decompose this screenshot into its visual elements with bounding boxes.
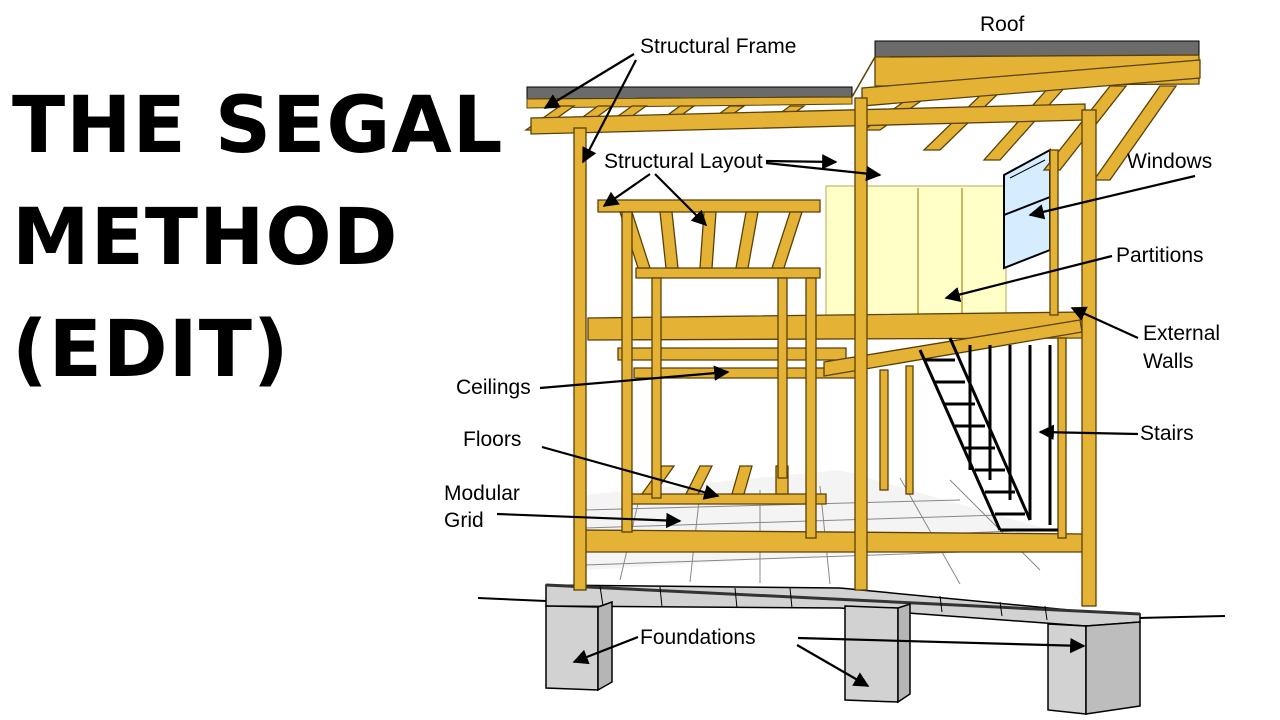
label-modular-grid-line2: Grid [444,509,484,532]
partition-wall [825,185,1007,317]
timber-frame [523,59,1201,607]
arrow-ceilings [539,365,730,390]
arrow-foundations-1 [572,635,639,665]
arrow-structural-layout-1 [765,154,838,170]
arrow-structural-frame-2 [582,59,637,164]
arrow-partitions [944,254,1113,303]
arrow-structural-layout-4 [654,173,708,227]
ground-floor-beam [583,529,1085,553]
page-title: THE SEGAL METHOD (EDIT) [12,70,503,406]
arrow-floors [541,445,720,500]
foundation-pad-right [1047,621,1141,715]
arrow-foundations-2 [796,644,870,687]
arrow-external-walls [1070,306,1139,340]
arrow-windows [1028,174,1196,220]
label-floors: Floors [463,428,521,451]
arrow-structural-frame-1 [543,53,635,109]
label-windows: Windows [1127,150,1212,173]
foundation-pad-left [545,600,613,692]
arrow-modular-grid [496,512,682,529]
top-beam-front [530,103,1086,135]
ground-line [477,597,1226,619]
foundation-pad-middle [844,602,911,704]
label-structural-frame: Structural Frame [640,35,796,58]
label-roof: Roof [980,13,1025,36]
labels: Roof Structural Frame Structural Layout … [444,13,1220,649]
label-external-walls-line1: External [1143,322,1220,345]
foundation-slab [545,583,1141,627]
label-stairs: Stairs [1140,422,1194,445]
title-line-2: METHOD [12,193,399,283]
title-line-3: (EDIT) [12,305,290,395]
arrow-structural-layout-2 [765,161,882,182]
stairs [918,337,1058,532]
leader-arrows [496,53,1196,687]
label-partitions: Partitions [1116,244,1204,267]
label-external-walls-line2: Walls [1143,350,1194,373]
arrow-stairs [1038,424,1139,440]
arrow-foundations-3 [797,636,1086,654]
window [1003,148,1051,270]
label-ceilings: Ceilings [456,376,531,399]
label-foundations: Foundations [640,626,756,649]
label-modular-grid-line1: Modular [444,482,520,505]
upper-floor-joists [619,211,803,269]
upper-rim-beam [597,199,821,213]
title-line-1: THE SEGAL [12,81,504,171]
label-structural-layout: Structural Layout [604,150,763,173]
arrow-structural-layout-3 [602,173,651,207]
posts [573,97,1097,607]
